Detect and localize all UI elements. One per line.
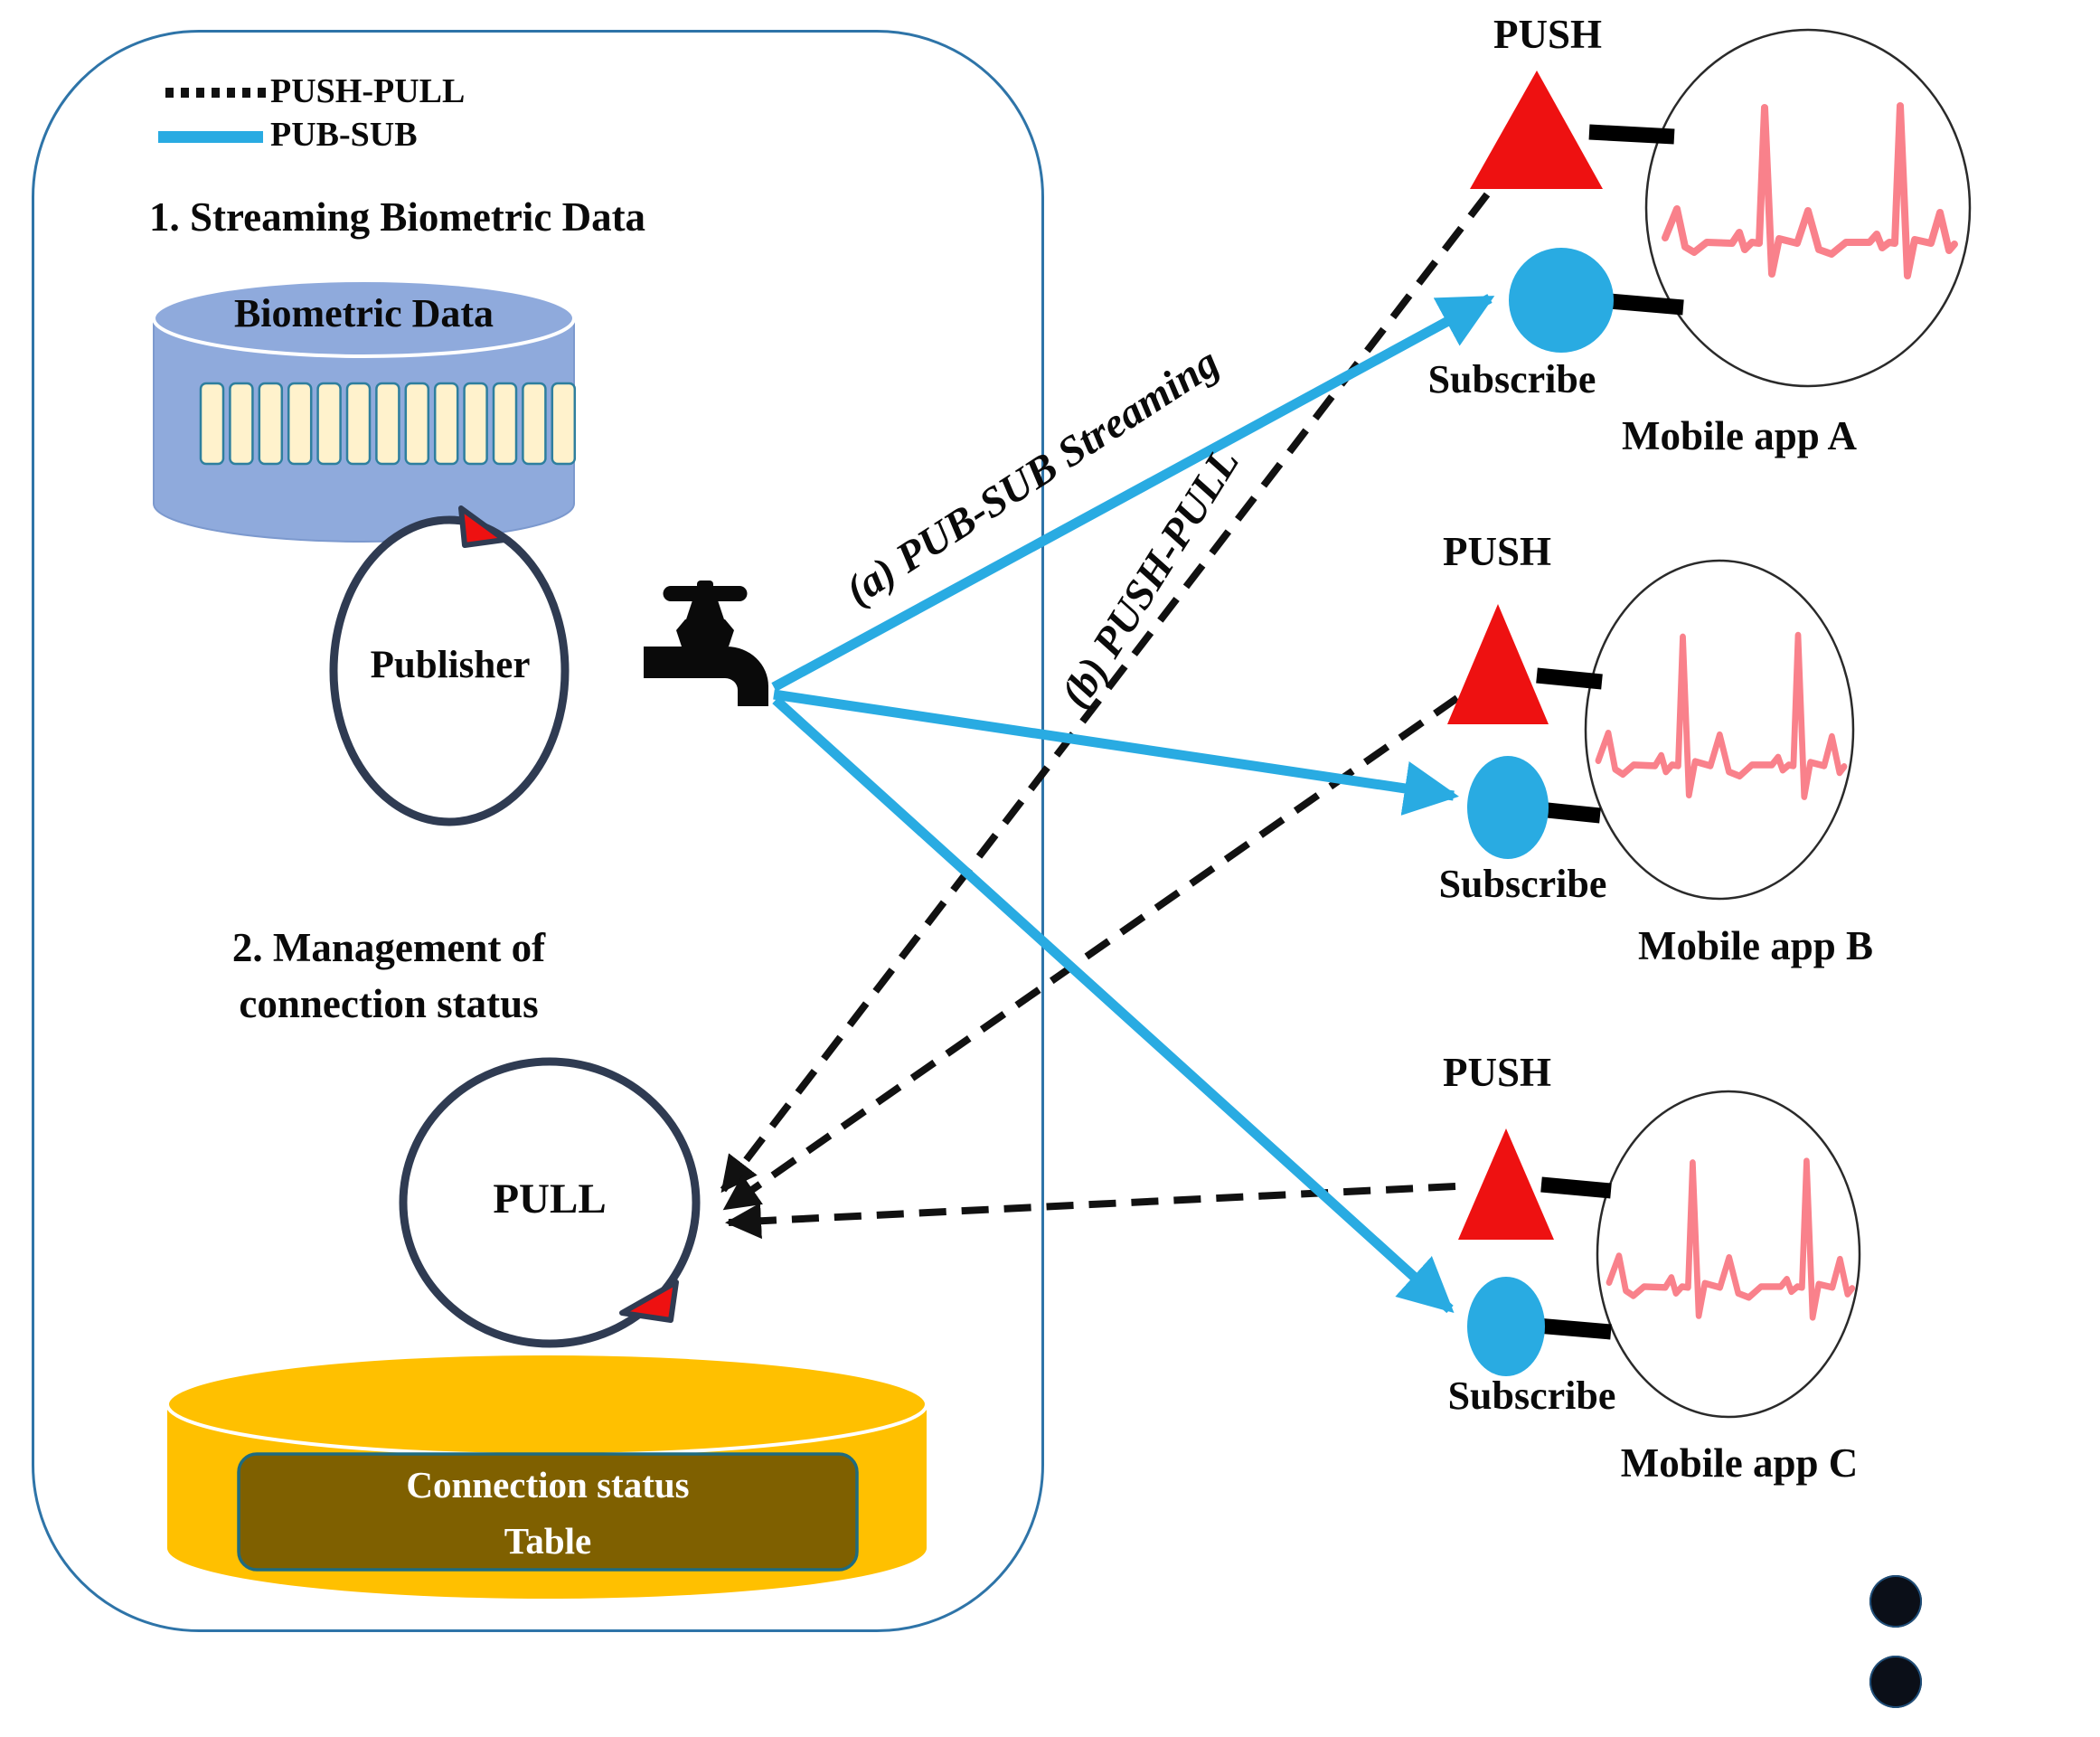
legend-pub-sub-label: PUB-SUB [270, 116, 418, 154]
section2-title-line2: connection status [239, 981, 539, 1026]
mobile-app-c-name: Mobile app C [1620, 1440, 1859, 1486]
push-label-app-b: PUSH [1442, 529, 1551, 574]
status-table-label-line2: Table [504, 1520, 592, 1562]
biometric-data-label: Biometric Data [233, 291, 494, 335]
mobile-app-a-group [1470, 28, 1972, 388]
message-queue-slots [199, 382, 577, 466]
cylinder-top [165, 1352, 928, 1457]
push-connector [1540, 1176, 1612, 1199]
push-pull-link-c [725, 1183, 1456, 1240]
push-connector [1536, 667, 1603, 690]
push-label-app-c: PUSH [1442, 1050, 1551, 1095]
push-pull-link-a [720, 192, 1491, 1194]
app-screen-circle [1584, 559, 1855, 901]
mobile-app-b-name: Mobile app B [1637, 923, 1874, 968]
faucet-icon [644, 581, 768, 706]
queue-slot [522, 382, 547, 466]
queue-slot [229, 382, 254, 466]
subscribe-circle-icon [1509, 248, 1614, 353]
mobile-app-a-name: Mobile app A [1621, 413, 1858, 458]
subscribe-connector [1608, 293, 1684, 316]
queue-slot [345, 382, 372, 466]
publisher-label: Publisher [370, 644, 531, 686]
pub-sub-link-b [773, 689, 1459, 816]
subscribe-label-app-c: Subscribe [1447, 1374, 1616, 1418]
pub-sub-link-a [771, 294, 1495, 692]
loop-arrowhead-icon [619, 1279, 679, 1323]
subscribe-connector [1538, 801, 1601, 824]
pull-label: PULL [493, 1175, 607, 1223]
queue-slot [404, 382, 430, 466]
push-triangle-icon [1447, 604, 1549, 724]
subscribe-label-app-b: Subscribe [1438, 862, 1607, 906]
mobile-app-b-group [1447, 559, 1855, 901]
app-screen-circle [1596, 1090, 1861, 1419]
subscribe-circle-icon [1467, 756, 1549, 859]
queue-slot [375, 382, 400, 466]
more-apps-dot-icon [1869, 1575, 1922, 1628]
queue-slot [316, 382, 342, 466]
subscribe-circle-icon [1467, 1277, 1545, 1376]
push-label-app-a: PUSH [1493, 12, 1602, 57]
queue-slot [492, 382, 518, 466]
biometric-data-store [152, 278, 577, 543]
subscribe-label-app-a: Subscribe [1427, 357, 1596, 401]
queue-slot [199, 382, 225, 466]
queue-slot [287, 382, 313, 466]
queue-slot [433, 382, 459, 466]
queue-slot [258, 382, 284, 466]
section2-title-line1: 2. Management of [231, 925, 546, 970]
pub-sub-stream-links [771, 294, 1495, 1314]
more-apps-dot-icon [1869, 1656, 1922, 1708]
status-table-label-line1: Connection status [406, 1464, 690, 1506]
loop-arrowhead-icon [458, 505, 507, 548]
broker-container-outline [32, 30, 1044, 1632]
pull-loop [399, 1057, 701, 1348]
publisher-circle [329, 515, 570, 826]
legend-dashed-line-icon [165, 88, 267, 98]
status-table-box [237, 1452, 859, 1572]
legend-push-pull-label: PUSH-PULL [270, 72, 466, 110]
connection-status-store [165, 1352, 928, 1599]
mobile-app-c-group [1458, 1090, 1861, 1419]
push-triangle-icon [1458, 1128, 1554, 1240]
push-triangle-icon [1470, 71, 1603, 189]
push-connector [1588, 124, 1675, 145]
legend-solid-line-icon [158, 131, 263, 143]
pull-circle [399, 1057, 701, 1348]
push-pull-link-b [722, 694, 1460, 1212]
queue-slot [551, 382, 577, 466]
pub-sub-link-c [772, 695, 1455, 1314]
section1-title: 1. Streaming Biometric Data [149, 194, 646, 240]
publisher-loop [329, 505, 570, 826]
queue-slot [463, 382, 488, 466]
subscribe-connector [1536, 1317, 1612, 1340]
cylinder-top [152, 278, 576, 358]
